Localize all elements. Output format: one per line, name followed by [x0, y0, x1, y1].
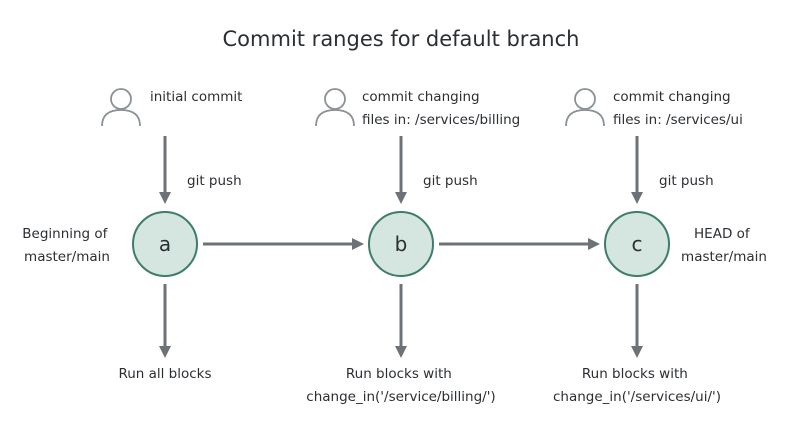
commit-node-c	[604, 211, 670, 277]
result-label-b: Run blocks with change_in('/service/bill…	[306, 366, 495, 405]
push-label-b: git push	[423, 173, 478, 189]
side-label-a: Beginning of master/main	[22, 226, 111, 265]
result-arrow-a	[159, 284, 171, 358]
user-icon	[101, 88, 141, 127]
column-a: initial commit git push Beginning of mas…	[22, 88, 242, 382]
commit-label-c: commit changing files in: /services/ui	[613, 89, 743, 128]
push-arrow-b	[395, 136, 407, 204]
commit-node-b-letter: b	[395, 232, 408, 256]
result-arrow-b	[395, 284, 407, 358]
user-icon	[565, 88, 605, 127]
push-label-c: git push	[659, 173, 714, 189]
push-label-a: git push	[187, 173, 242, 189]
column-b: commit changing files in: /services/bill…	[306, 88, 520, 405]
user-icon	[315, 88, 355, 127]
commit-node-b	[368, 211, 434, 277]
diagram-title: Commit ranges for default branch	[223, 27, 580, 51]
commit-node-a	[132, 211, 198, 277]
commit-label-a: initial commit	[150, 89, 242, 105]
commit-label-b: commit changing files in: /services/bill…	[362, 89, 520, 128]
result-label-c: Run blocks with change_in('/services/ui/…	[553, 366, 721, 405]
connector-a-b	[203, 238, 364, 250]
push-arrow-c	[631, 136, 643, 204]
connector-b-c	[439, 238, 600, 250]
column-c: commit changing files in: /services/ui g…	[553, 88, 767, 405]
result-label-a: Run all blocks	[118, 366, 211, 382]
commit-node-c-letter: c	[632, 232, 643, 256]
push-arrow-a	[159, 136, 171, 204]
side-label-c: HEAD of master/main	[681, 226, 767, 265]
commit-node-a-letter: a	[159, 232, 171, 256]
result-arrow-c	[631, 284, 643, 358]
